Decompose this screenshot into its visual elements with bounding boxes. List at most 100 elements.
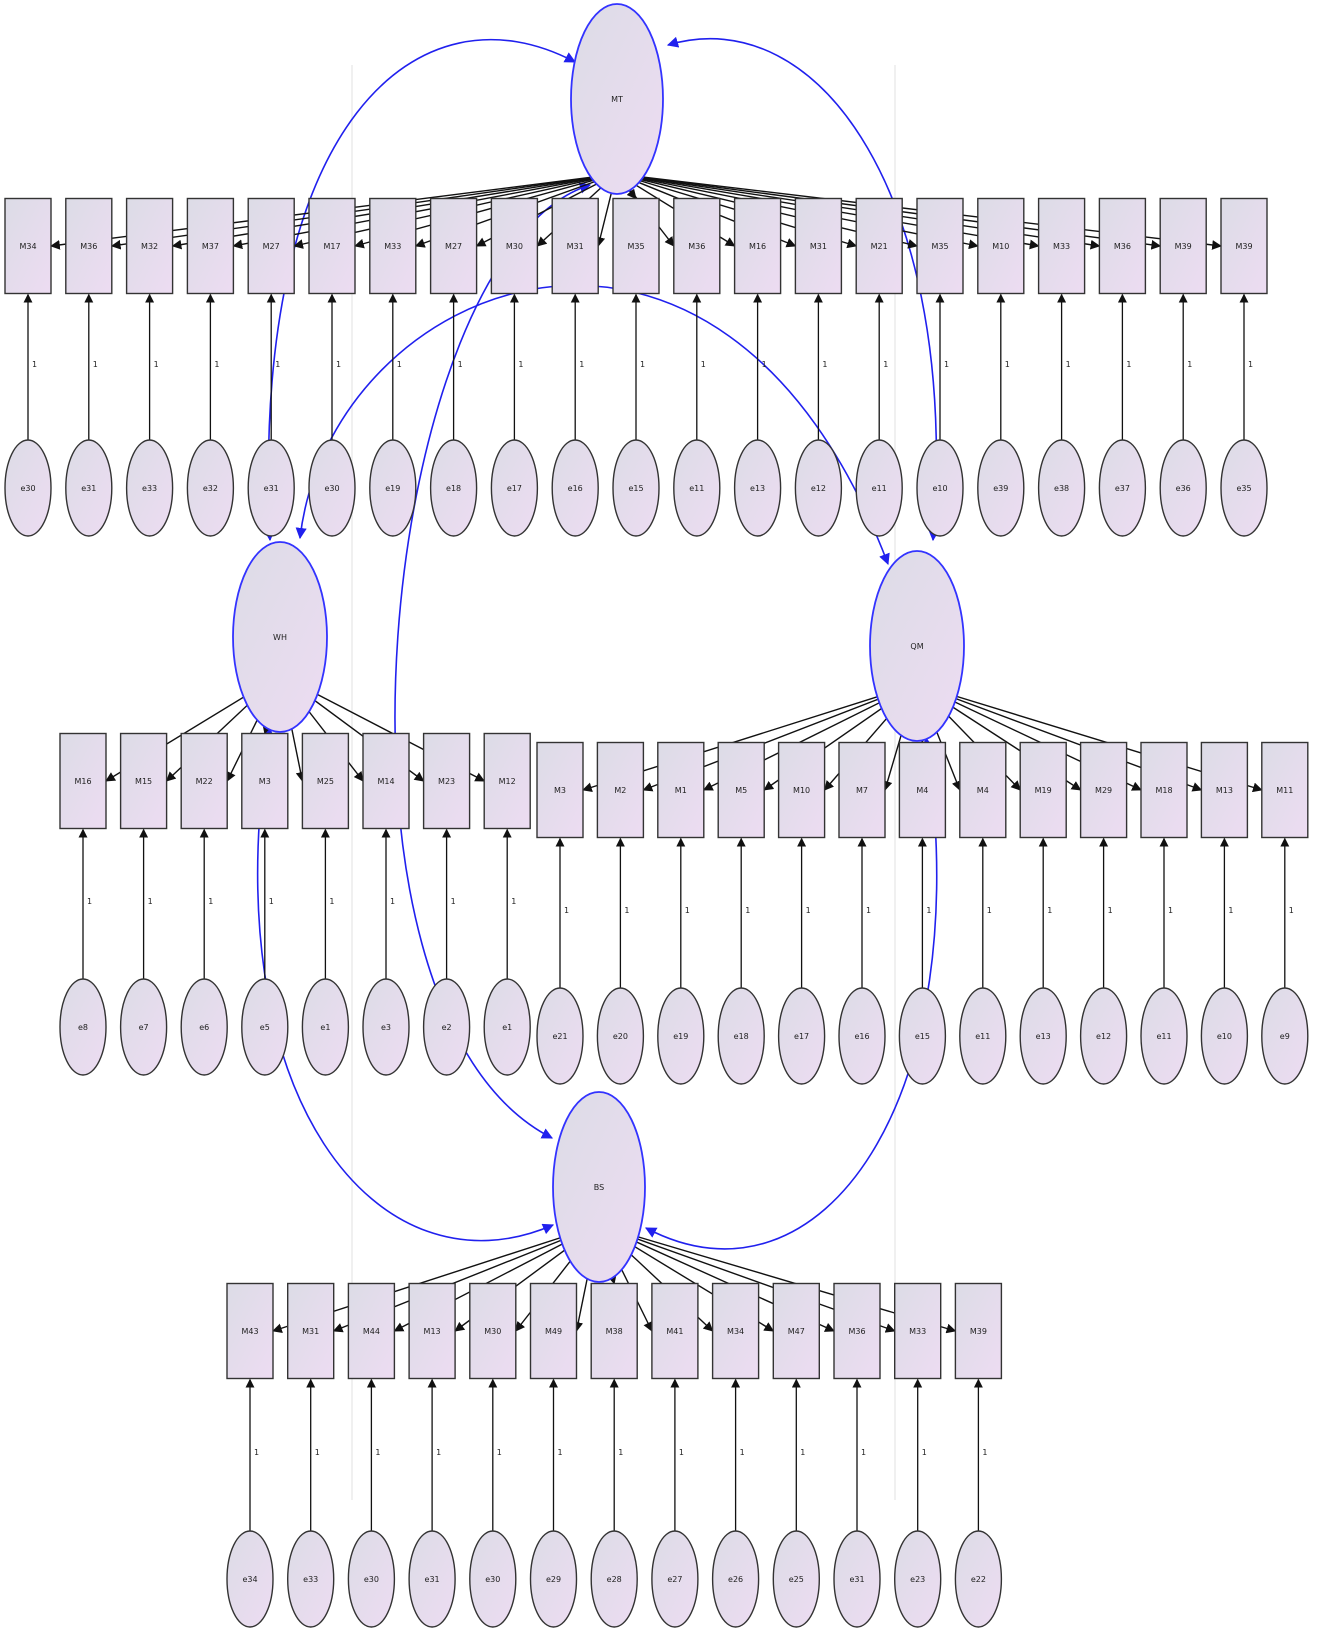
indicator-box bbox=[794, 197, 843, 295]
error-weight-label: 1 bbox=[922, 1448, 927, 1457]
error-weight-label: 1 bbox=[329, 897, 334, 906]
error-term bbox=[959, 987, 1007, 1085]
error-term bbox=[529, 1530, 578, 1628]
error-label: e9 bbox=[1280, 1032, 1290, 1041]
indicator-label: M29 bbox=[1095, 786, 1112, 795]
indicator-label: M33 bbox=[909, 1327, 926, 1336]
error-term bbox=[977, 439, 1025, 537]
error-weight-label: 1 bbox=[1228, 906, 1233, 915]
indicator-label: M27 bbox=[263, 242, 280, 251]
indicator-box bbox=[894, 1282, 942, 1380]
error-label: e17 bbox=[794, 1032, 809, 1041]
error-term bbox=[1098, 439, 1147, 537]
error-term bbox=[1079, 987, 1128, 1085]
error-weight-label: 1 bbox=[679, 1448, 684, 1457]
indicator-label: M21 bbox=[871, 242, 888, 251]
error-label: e13 bbox=[1036, 1032, 1051, 1041]
error-term bbox=[1140, 987, 1188, 1085]
error-weight-label: 1 bbox=[1005, 360, 1010, 369]
error-weight-label: 1 bbox=[269, 897, 274, 906]
error-weight-label: 1 bbox=[397, 360, 402, 369]
error-term bbox=[180, 978, 228, 1076]
indicator-box bbox=[241, 732, 289, 830]
error-label: e18 bbox=[734, 1032, 749, 1041]
error-term bbox=[794, 439, 843, 537]
error-label: e1 bbox=[320, 1023, 330, 1032]
error-weight-label: 1 bbox=[32, 360, 37, 369]
error-weight-label: 1 bbox=[87, 897, 92, 906]
error-weight-label: 1 bbox=[458, 360, 463, 369]
error-weight-label: 1 bbox=[1047, 906, 1052, 915]
error-weight-label: 1 bbox=[883, 360, 888, 369]
error-term bbox=[777, 987, 826, 1085]
indicator-label: M30 bbox=[484, 1327, 501, 1336]
error-term bbox=[308, 439, 356, 537]
error-term bbox=[59, 978, 107, 1076]
indicator-box bbox=[954, 1282, 1003, 1380]
indicator-box bbox=[125, 197, 174, 295]
error-term bbox=[536, 987, 584, 1085]
indicator-box bbox=[4, 197, 52, 295]
indicator-label: M32 bbox=[141, 242, 158, 251]
latent-label: MT bbox=[611, 95, 623, 104]
error-term bbox=[590, 1530, 638, 1628]
indicator-label: M10 bbox=[992, 242, 1009, 251]
indicator-box bbox=[657, 741, 705, 839]
error-label: e30 bbox=[324, 484, 339, 493]
indicator-label: M4 bbox=[916, 786, 928, 795]
error-term bbox=[1037, 439, 1086, 537]
indicator-box bbox=[590, 1282, 638, 1380]
indicator-label: M39 bbox=[1175, 242, 1192, 251]
indicator-label: M36 bbox=[80, 242, 97, 251]
error-label: e15 bbox=[915, 1032, 930, 1041]
error-term bbox=[838, 987, 886, 1085]
error-label: e19 bbox=[673, 1032, 688, 1041]
error-term bbox=[733, 439, 782, 537]
indicator-box bbox=[301, 732, 350, 830]
error-label: e2 bbox=[442, 1023, 452, 1032]
error-term bbox=[347, 1530, 396, 1628]
error-weight-label: 1 bbox=[740, 1448, 745, 1457]
error-weight-label: 1 bbox=[640, 360, 645, 369]
indicator-box bbox=[711, 1282, 760, 1380]
error-label: e36 bbox=[1176, 484, 1191, 493]
error-label: e31 bbox=[264, 484, 279, 493]
indicator-label: M27 bbox=[445, 242, 462, 251]
error-weight-label: 1 bbox=[1168, 906, 1173, 915]
error-label: e31 bbox=[849, 1575, 864, 1584]
error-label: e30 bbox=[364, 1575, 379, 1584]
error-label: e30 bbox=[20, 484, 35, 493]
indicator-label: M22 bbox=[196, 777, 213, 786]
error-weight-label: 1 bbox=[1108, 906, 1113, 915]
error-term bbox=[186, 439, 235, 537]
latent-variable bbox=[552, 1091, 646, 1283]
error-weight-label: 1 bbox=[93, 360, 98, 369]
error-weight-label: 1 bbox=[926, 906, 931, 915]
error-weight-label: 1 bbox=[1126, 360, 1131, 369]
error-term bbox=[916, 439, 964, 537]
indicator-box bbox=[855, 197, 903, 295]
indicator-box bbox=[898, 741, 947, 839]
error-term bbox=[717, 987, 765, 1085]
error-term bbox=[1220, 439, 1268, 537]
indicator-label: M19 bbox=[1035, 786, 1052, 795]
indicator-box bbox=[59, 732, 107, 830]
error-term bbox=[241, 978, 289, 1076]
indicator-box bbox=[916, 197, 964, 295]
error-label: e1 bbox=[502, 1023, 512, 1032]
error-term bbox=[596, 987, 645, 1085]
indicator-label: M35 bbox=[931, 242, 948, 251]
error-weight-label: 1 bbox=[944, 360, 949, 369]
indicator-label: M43 bbox=[241, 1327, 258, 1336]
error-term bbox=[125, 439, 174, 537]
indicator-box bbox=[287, 1282, 335, 1380]
error-weight-label: 1 bbox=[451, 897, 456, 906]
indicator-box bbox=[308, 197, 356, 295]
indicator-label: M3 bbox=[554, 786, 566, 795]
indicator-label: M30 bbox=[506, 242, 523, 251]
indicator-box bbox=[673, 197, 721, 295]
error-term bbox=[1261, 987, 1309, 1085]
indicator-box bbox=[483, 732, 531, 830]
error-weight-label: 1 bbox=[866, 906, 871, 915]
latent-variable bbox=[570, 3, 664, 195]
